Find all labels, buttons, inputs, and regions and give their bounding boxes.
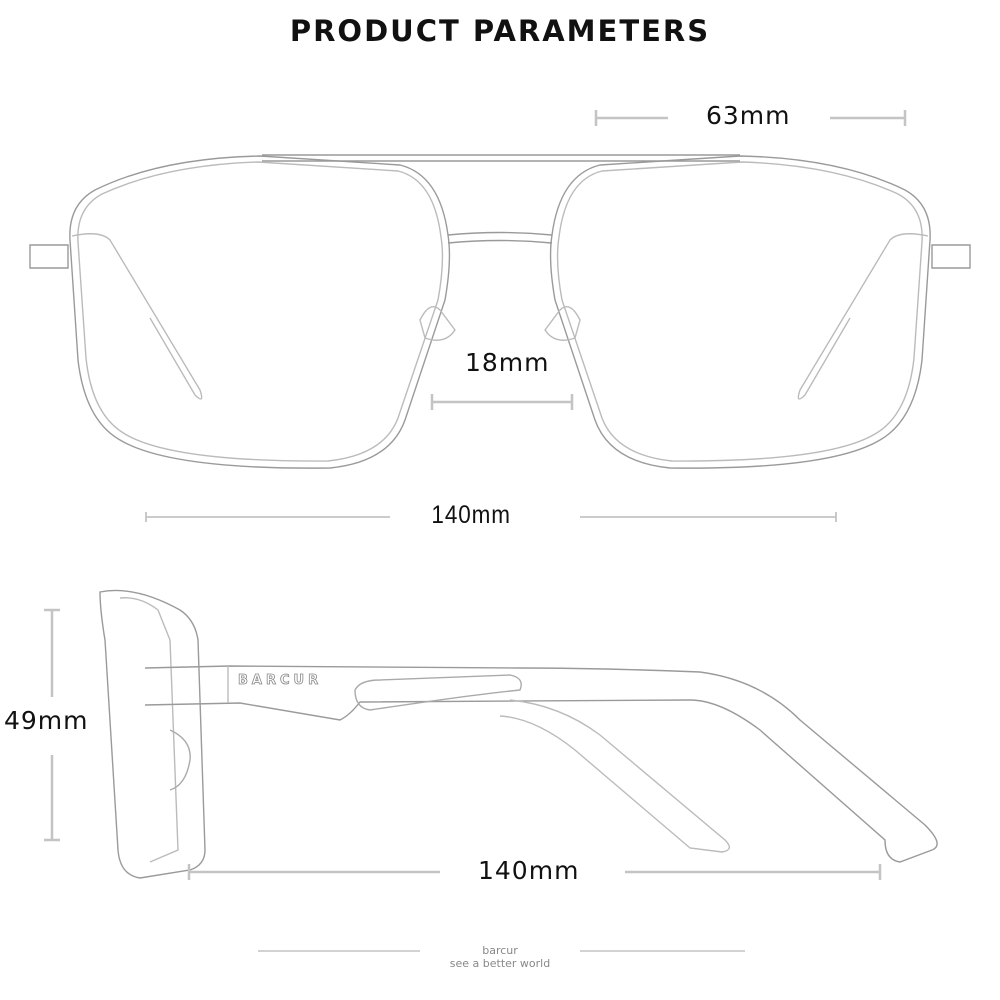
dimension-lines-front: [145, 110, 907, 522]
page-title: PRODUCT PARAMETERS: [289, 14, 711, 48]
footer-tagline: see a better world: [449, 957, 551, 970]
temple-brand-logo: BARCUR: [238, 673, 323, 689]
frame-width-label: 140mm: [431, 501, 511, 529]
lens-height-label: 49mm: [4, 706, 89, 735]
dimension-lines-side: [44, 608, 882, 952]
side-view-sketch: [99, 589, 938, 879]
front-view-sketch: [29, 154, 971, 469]
temple-length-label: 140mm: [478, 856, 580, 885]
lens-width-label: 63mm: [706, 101, 791, 130]
bridge-width-label: 18mm: [465, 348, 550, 377]
footer-brand: barcur: [482, 944, 518, 957]
